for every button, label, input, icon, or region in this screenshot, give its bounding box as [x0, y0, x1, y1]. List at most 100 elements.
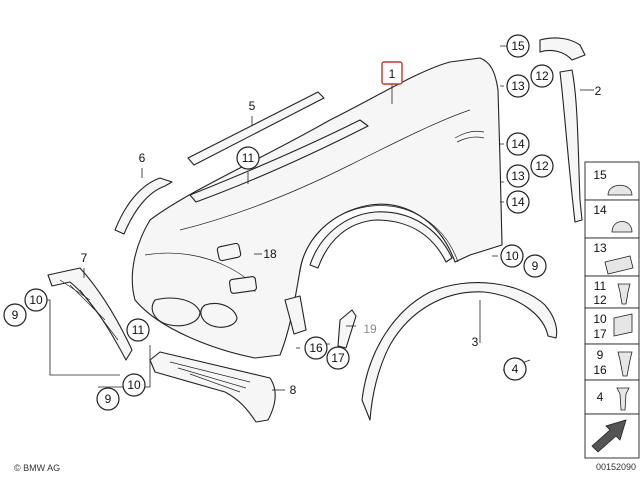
callout-12-top: 12	[530, 64, 554, 88]
legend-item-14: 14	[584, 199, 640, 239]
bolt-icon	[617, 351, 633, 377]
svg-text:8: 8	[290, 383, 297, 397]
callout-12-bottom: 12	[530, 154, 554, 178]
clip-nut-icon	[604, 255, 634, 275]
svg-text:13: 13	[511, 79, 525, 93]
plug-icon	[611, 221, 633, 233]
legend-item-9-16: 9 16	[584, 343, 640, 381]
svg-text:15: 15	[593, 168, 607, 182]
svg-text:17: 17	[593, 327, 607, 341]
legend-item-11-12: 11 12	[584, 275, 640, 309]
fender-lower-opening	[151, 297, 201, 327]
clip-17-part	[337, 309, 357, 349]
spring-nut-icon	[613, 313, 633, 337]
svg-text:15: 15	[511, 39, 525, 53]
diagram-number: 00152090	[596, 462, 636, 472]
svg-text:11: 11	[594, 279, 607, 293]
callout-11-bottom: 11	[126, 318, 150, 342]
wheel-arch-cover-part	[361, 282, 558, 421]
svg-text:2: 2	[595, 84, 602, 98]
svg-text:16: 16	[309, 341, 323, 355]
callout-9-left: 9	[3, 303, 27, 327]
svg-text:10: 10	[505, 249, 519, 263]
svg-text:4: 4	[512, 362, 519, 376]
front-fender-part	[131, 57, 503, 359]
svg-text:12: 12	[535, 159, 549, 173]
mounting-bracket-part	[114, 177, 173, 235]
callout-9-right: 9	[523, 254, 547, 278]
svg-text:10: 10	[29, 293, 43, 307]
clip-16-part	[284, 295, 307, 335]
svg-text:12: 12	[593, 293, 607, 307]
seal-strip-part	[187, 91, 325, 166]
svg-text:3: 3	[472, 335, 479, 349]
callout-14-top: 14	[506, 132, 530, 156]
callout-11-top: 11	[236, 146, 260, 170]
svg-text:7: 7	[81, 251, 88, 265]
svg-text:10: 10	[127, 378, 141, 392]
dome-plug-icon	[607, 184, 633, 196]
callout-17: 17	[326, 346, 350, 370]
screw-icon	[617, 283, 631, 305]
svg-text:14: 14	[511, 195, 525, 209]
svg-text:9: 9	[597, 348, 604, 362]
washer-cap-part	[216, 242, 242, 262]
copyright: © BMW AG	[14, 463, 60, 473]
svg-text:12: 12	[535, 69, 549, 83]
lower-bracket-part	[149, 351, 276, 423]
callout-6: 6	[139, 151, 146, 165]
fender-side-vent	[454, 130, 485, 143]
upper-trim-strip-part	[189, 119, 369, 203]
svg-text:11: 11	[132, 323, 145, 337]
legend-item-15: 15	[584, 161, 640, 201]
callout-14-bottom: 14	[506, 190, 530, 214]
svg-text:17: 17	[331, 351, 345, 365]
legend-item-10-17: 10 17	[584, 307, 640, 345]
svg-text:16: 16	[593, 363, 607, 377]
callout-10-bottom: 10	[122, 373, 146, 397]
svg-text:14: 14	[511, 137, 525, 151]
lower-bracket-detail	[169, 361, 251, 393]
fender-crease-line	[179, 109, 471, 231]
svg-text:9: 9	[105, 392, 112, 406]
svg-text:11: 11	[242, 151, 255, 165]
svg-text:14: 14	[593, 203, 607, 217]
callout-5: 5	[249, 99, 256, 113]
inner-arch-trim-part	[309, 211, 453, 269]
svg-text:13: 13	[593, 241, 607, 255]
legend-item-13: 13	[584, 237, 640, 277]
side-bracket-part	[47, 267, 133, 361]
callout-7: 7	[81, 251, 88, 265]
legend-item-4: 4	[584, 379, 640, 415]
callout-2: 2	[595, 84, 602, 98]
callout-10-right: 10	[500, 244, 524, 268]
fender-wheel-arch-edge	[299, 205, 459, 273]
legend: 15 14 13 11 12 10 17	[584, 161, 640, 459]
svg-text:1: 1	[389, 67, 396, 81]
callout-3: 3	[472, 335, 479, 349]
fender-fog-light-opening	[200, 302, 238, 328]
legend-direction-box	[584, 413, 640, 459]
callout-16: 16	[304, 336, 328, 360]
callout-18: 18	[263, 247, 277, 261]
splash-guard-top	[539, 37, 586, 61]
direction-arrow-icon	[591, 419, 627, 453]
side-bracket-detail	[59, 279, 119, 341]
splash-guard-part	[559, 69, 583, 223]
expansion-rivet-icon	[616, 387, 630, 411]
svg-text:9: 9	[12, 308, 19, 322]
callout-9-bottom: 9	[96, 387, 120, 411]
svg-text:4: 4	[597, 390, 604, 404]
svg-text:6: 6	[139, 151, 146, 165]
callout-10-left: 10	[24, 288, 48, 312]
label-19: 19	[363, 322, 377, 336]
callout-13-bottom: 13	[506, 164, 530, 188]
svg-text:5: 5	[249, 99, 256, 113]
svg-text:10: 10	[593, 312, 607, 326]
callout-13-top: 13	[506, 74, 530, 98]
svg-text:13: 13	[511, 169, 525, 183]
svg-text:9: 9	[532, 259, 539, 273]
callout-15: 15	[506, 34, 530, 58]
callout-4: 4	[503, 357, 527, 381]
